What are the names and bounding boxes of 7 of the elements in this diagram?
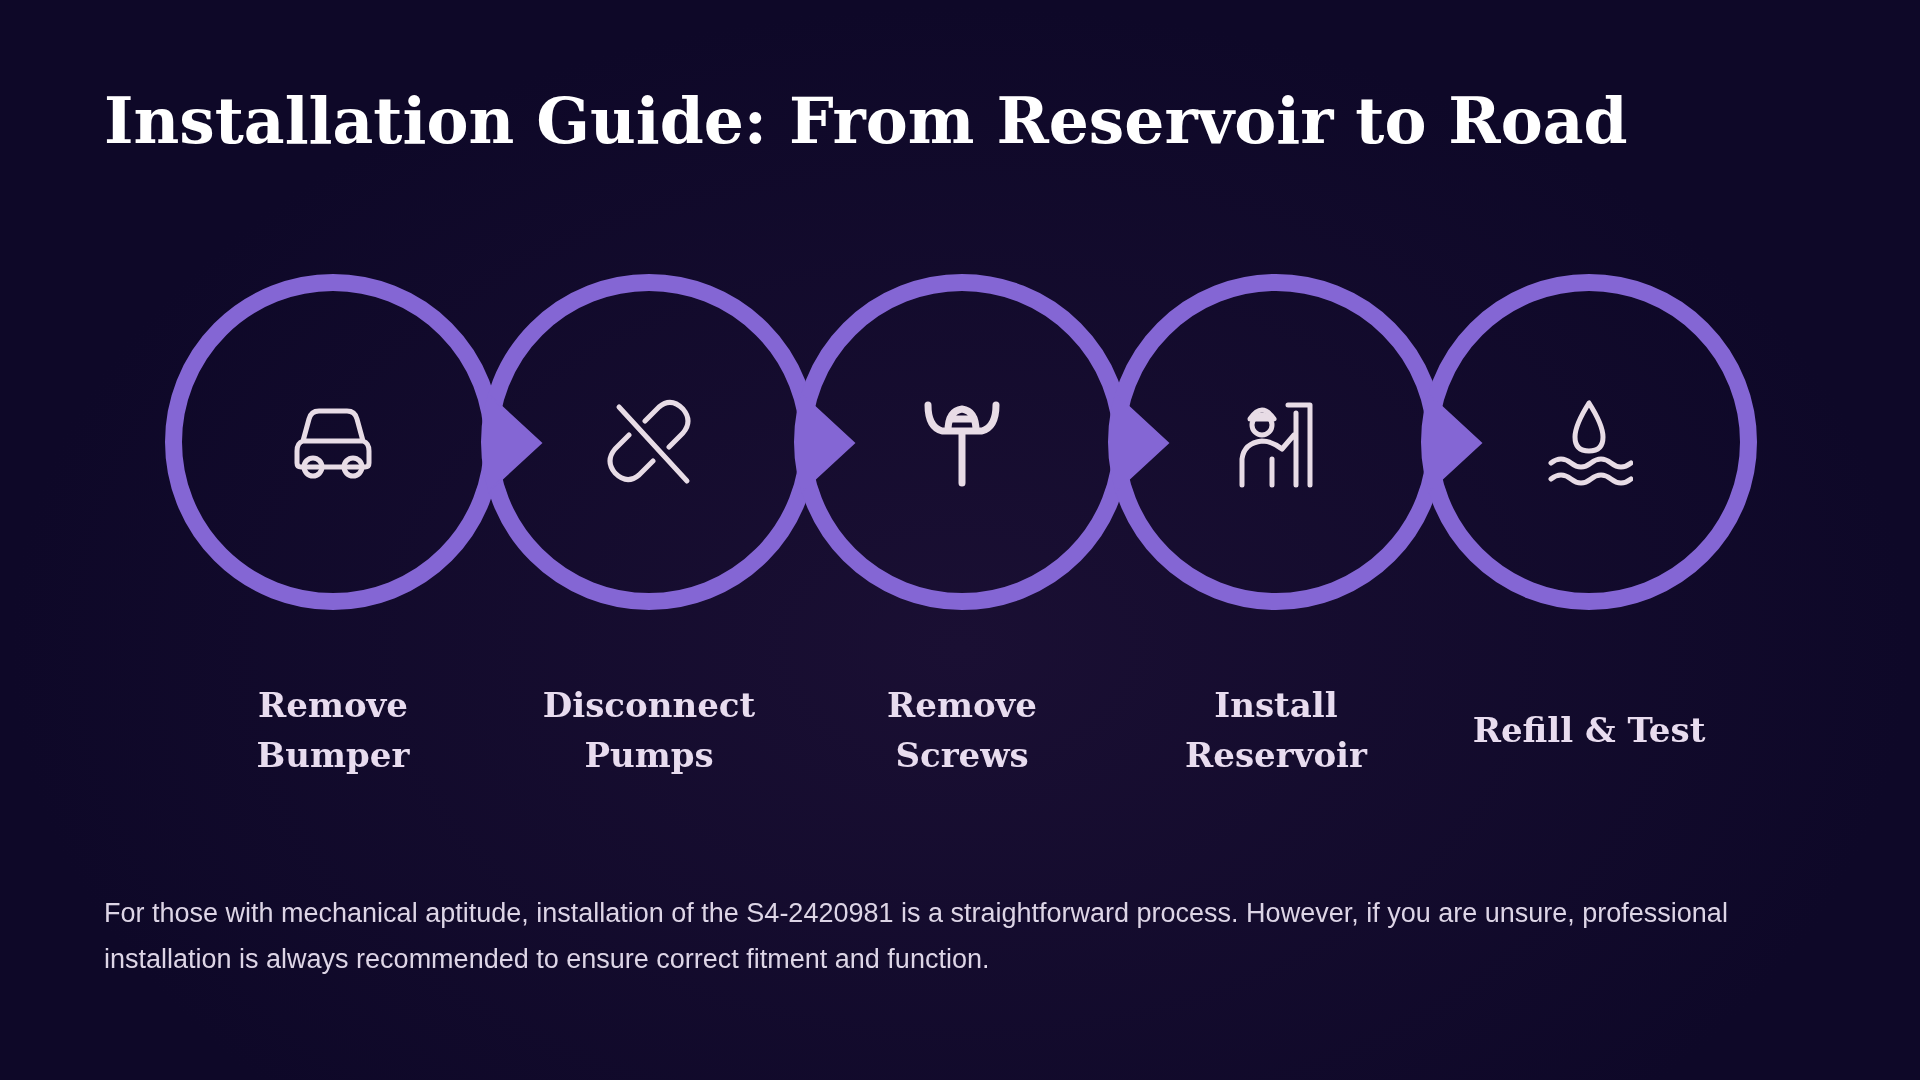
title: Installation Guide: From Reservoir to Road [104,84,1628,158]
description-paragraph: For those with mechanical aptitude, installation of the S4-2420981 is a straightforward process. However, if you are unsure, professional installation is always recommended to ensure correct fitment and function. [104,897,1729,976]
step-label: Install Reservoir [1184,684,1369,777]
step-label: Refill & Test [1471,709,1707,752]
step-label: Remove Bumper [255,684,411,777]
step-label: Remove Screws [886,684,1038,777]
step-label: Disconnect Pumps [541,684,757,777]
